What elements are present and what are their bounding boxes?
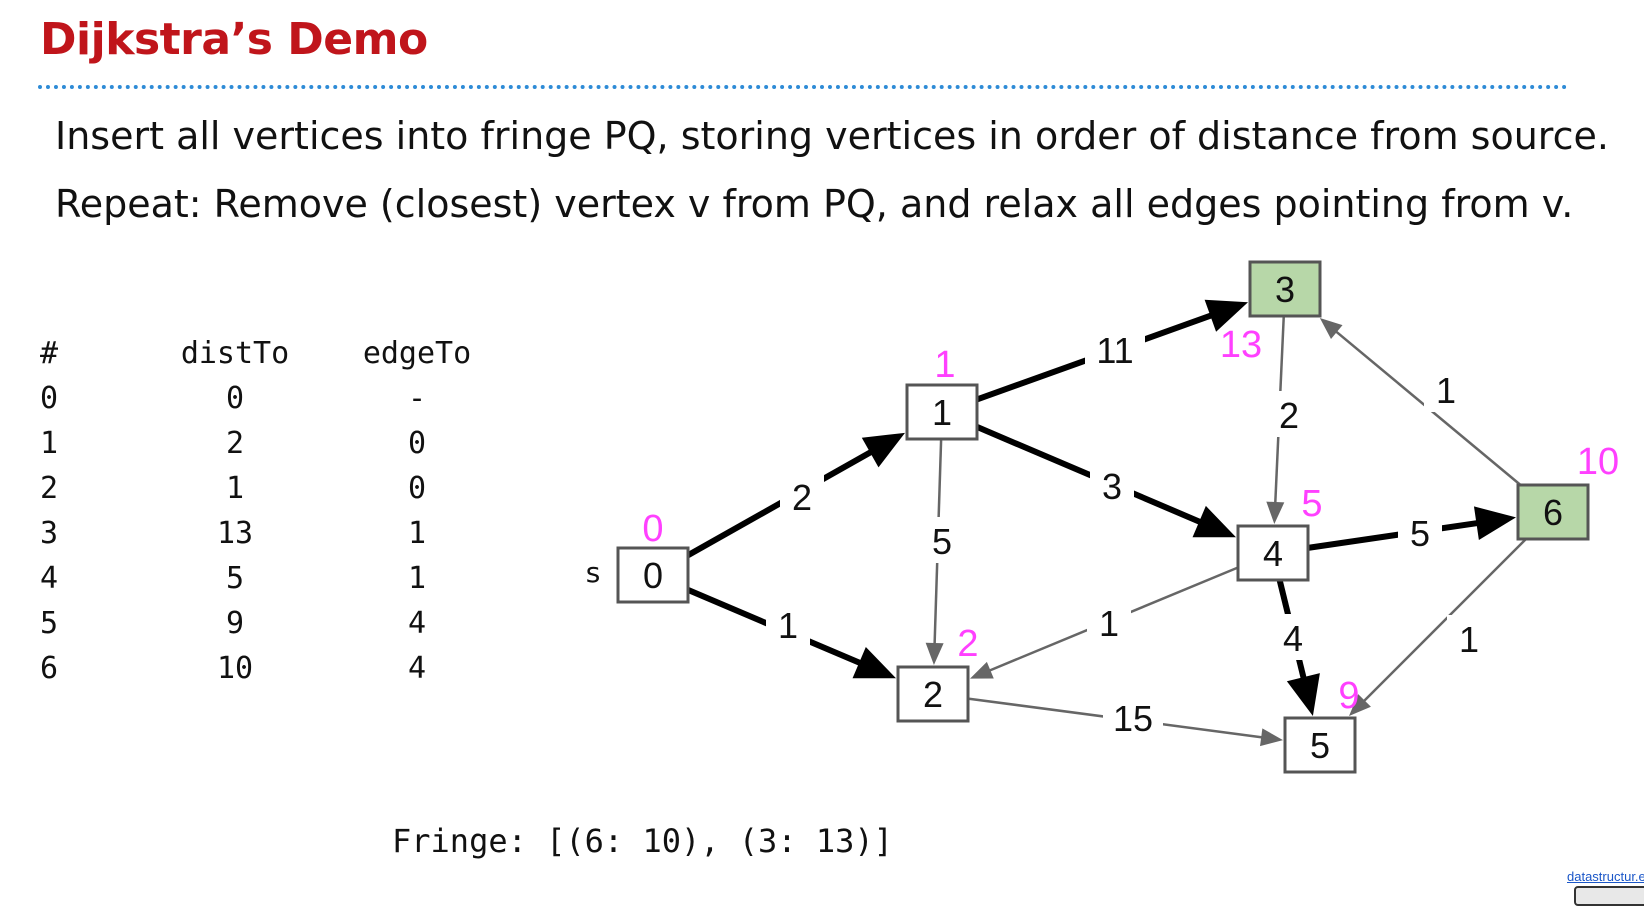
edge-weight-2-5: 15 bbox=[1113, 698, 1153, 739]
edge-arrowhead-0-2 bbox=[852, 646, 896, 679]
title-divider bbox=[38, 85, 1568, 89]
edge-weight-bg bbox=[1103, 694, 1163, 740]
edge-weight-bg bbox=[1090, 462, 1134, 508]
row-vertex: 6 bbox=[40, 651, 59, 686]
edge-weight-3-4: 2 bbox=[1279, 395, 1299, 436]
edge-arrowhead-1-3 bbox=[1204, 299, 1248, 332]
row-vertex: 4 bbox=[40, 561, 59, 596]
edge-weight-bg bbox=[1085, 326, 1145, 372]
edge-arrowhead-4-2 bbox=[970, 661, 994, 679]
vertex-box-1 bbox=[905, 383, 979, 441]
vertex-label-4: 4 bbox=[1263, 533, 1283, 574]
edge-0-1 bbox=[686, 448, 874, 558]
vertex-box-5 bbox=[1283, 716, 1357, 774]
edge-weight-0-1: 2 bbox=[792, 477, 812, 518]
edge-weight-bg bbox=[1398, 509, 1442, 555]
vertex-dist-0: 0 bbox=[642, 508, 663, 550]
edge-arrowhead-3-4 bbox=[1266, 501, 1285, 524]
vertex-dist-1: 2 bbox=[957, 623, 978, 665]
edge-weight-1-3: 11 bbox=[1096, 330, 1133, 371]
vertex-dist-5: 9 bbox=[1338, 675, 1359, 717]
credit-link[interactable]: datastructur.es bbox=[1567, 869, 1644, 884]
row-vertex: 1 bbox=[40, 426, 59, 461]
edge-arrowhead-6-3 bbox=[1319, 318, 1343, 339]
vertex-box-3 bbox=[1248, 260, 1322, 318]
row-vertex: 5 bbox=[40, 606, 59, 641]
edge-arrowhead-4-5 bbox=[1286, 673, 1320, 716]
vertex-dist-4: 5 bbox=[1301, 483, 1322, 525]
vertex-box-2 bbox=[896, 665, 970, 723]
edge-weight-bg bbox=[1424, 366, 1468, 412]
vertex-dist-2: 1 bbox=[934, 344, 955, 386]
header-vertex: # bbox=[40, 336, 59, 371]
edge-arrowhead-6-5 bbox=[1349, 694, 1371, 716]
vertex-label-0: 0 bbox=[643, 555, 663, 596]
edge-weight-4-2: 1 bbox=[1099, 603, 1119, 644]
edge-weight-bg bbox=[1447, 615, 1491, 661]
vertex-box-6 bbox=[1516, 483, 1590, 541]
vertex-dist-3: 13 bbox=[1220, 324, 1262, 366]
vertex-label-2: 2 bbox=[923, 674, 943, 715]
edge-arrowhead-2-5 bbox=[1260, 728, 1283, 747]
edge-weight-bg bbox=[920, 517, 964, 563]
row-vertex: 3 bbox=[40, 516, 59, 551]
edge-weight-6-3: 1 bbox=[1436, 370, 1456, 411]
cc-license-icon bbox=[1574, 886, 1644, 906]
slide-title: Dijkstra’s Demo bbox=[40, 14, 428, 65]
edge-weight-1-2: 5 bbox=[932, 521, 952, 562]
fringe-text: Fringe: [(6: 10), (3: 13)] bbox=[392, 822, 893, 860]
edge-1-4 bbox=[975, 424, 1203, 526]
vertex-box-0 bbox=[616, 546, 690, 604]
edge-weight-1-4: 3 bbox=[1102, 466, 1122, 507]
vertex-label-3: 3 bbox=[1275, 269, 1295, 310]
vertex-box-4 bbox=[1236, 524, 1310, 582]
edge-arrowhead-4-6 bbox=[1473, 506, 1516, 541]
bullet-insert: Insert all vertices into fringe PQ, stor… bbox=[55, 114, 1609, 158]
edge-weight-bg bbox=[1087, 599, 1131, 645]
source-label: s bbox=[586, 556, 601, 589]
edge-weight-bg bbox=[780, 473, 824, 519]
edge-weight-bg bbox=[766, 601, 810, 647]
bullet-repeat: Repeat: Remove (closest) vertex v from P… bbox=[55, 182, 1574, 226]
row-vertex: 0 bbox=[40, 381, 59, 416]
row-vertex: 2 bbox=[40, 471, 59, 506]
edge-weight-4-6: 5 bbox=[1410, 513, 1430, 554]
vertex-label-5: 5 bbox=[1310, 725, 1330, 766]
edge-6-5 bbox=[1362, 538, 1527, 703]
vertex-label-1: 1 bbox=[932, 392, 952, 433]
edge-weight-bg bbox=[1267, 391, 1311, 437]
edge-weight-4-5: 4 bbox=[1283, 618, 1303, 659]
edge-weight-0-2: 1 bbox=[778, 605, 798, 646]
edge-4-6 bbox=[1307, 519, 1479, 551]
edge-arrowhead-1-4 bbox=[1192, 505, 1236, 538]
edge-arrowhead-0-1 bbox=[861, 432, 905, 468]
edge-weight-bg bbox=[1271, 614, 1315, 660]
vertex-dist-6: 10 bbox=[1577, 441, 1619, 483]
edge-weight-6-5: 1 bbox=[1459, 619, 1479, 660]
vertex-label-6: 6 bbox=[1543, 492, 1563, 533]
edge-arrowhead-1-2 bbox=[925, 642, 944, 665]
